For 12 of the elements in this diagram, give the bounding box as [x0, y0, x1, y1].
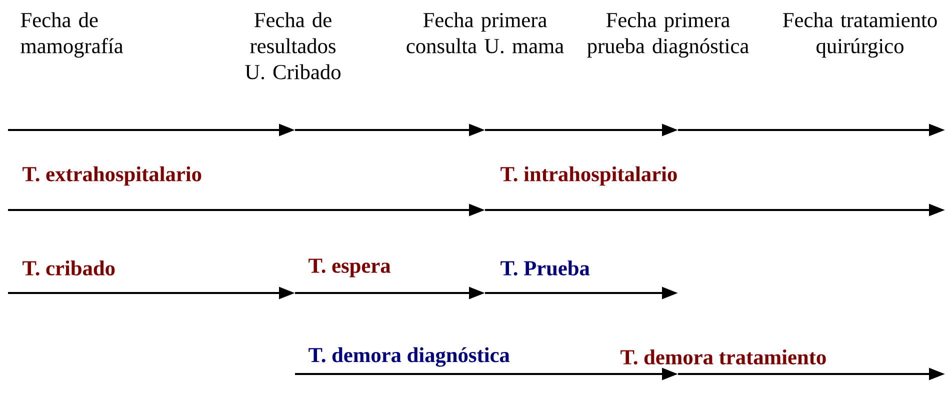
date-heading: Fecha tratamiento quirúrgico — [783, 12, 937, 58]
date-heading: Fecha de mamografía — [20, 12, 124, 58]
date-heading: Fecha de resultados U. Cribado — [245, 12, 340, 80]
date-heading: Fecha primera consulta U. mama — [406, 12, 564, 54]
interval-label: T. demora tratamiento — [620, 349, 826, 365]
interval-label: T. espera — [308, 258, 390, 278]
interval-label: T. cribado — [22, 260, 115, 276]
interval-label: T. intrahospitalario — [500, 166, 677, 186]
date-heading: Fecha primera prueba diagnóstica — [587, 12, 749, 58]
interval-label: T. Prueba — [500, 260, 590, 276]
interval-label: T. demora diagnóstica — [308, 347, 510, 367]
interval-label: T. extrahospitalario — [22, 166, 202, 186]
